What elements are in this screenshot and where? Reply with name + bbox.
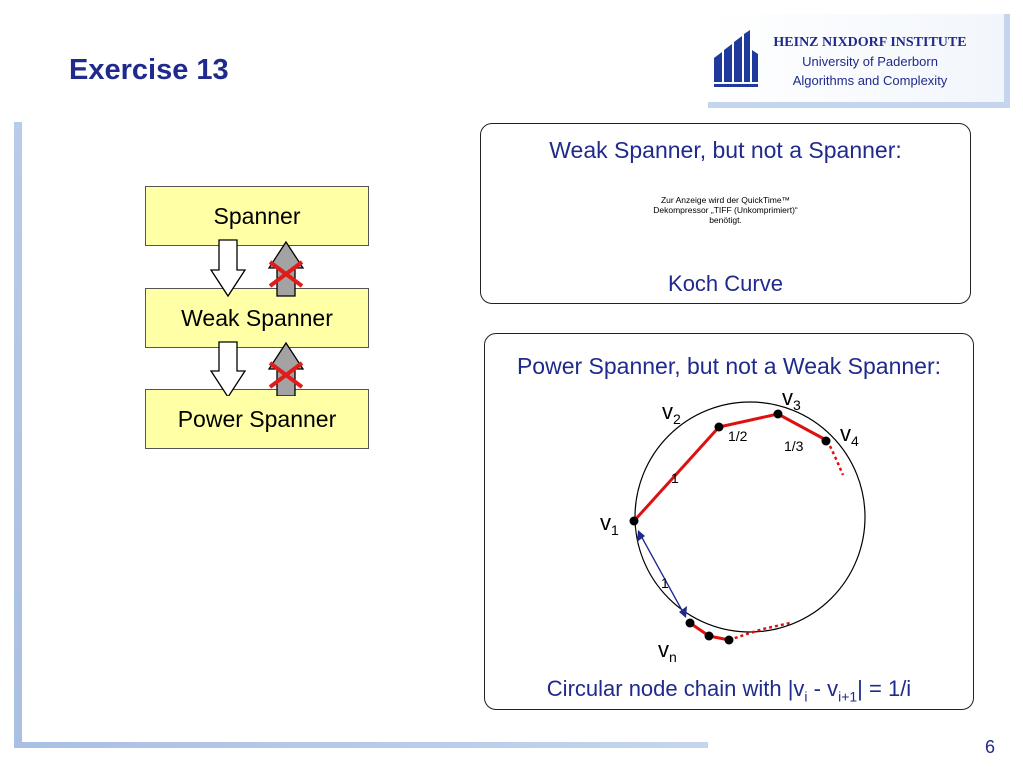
weak-spanner-box: Weak Spanner	[145, 288, 369, 348]
chain-edges-upper	[632, 412, 827, 523]
grey-up-arrow-icon	[267, 341, 305, 396]
power-spanner-panel: Power Spanner, but not a Weak Spanner: v…	[484, 333, 974, 710]
node-v2	[714, 422, 724, 432]
power-spanner-panel-title: Power Spanner, but not a Weak Spanner:	[516, 353, 942, 379]
label-v3: v3	[782, 385, 801, 413]
node-v3	[773, 409, 783, 419]
edge-label-v2-v3: 1/2	[728, 428, 748, 444]
chain-dots-upper	[828, 445, 845, 476]
label-v4: v4	[840, 421, 859, 449]
hollow-down-arrow-icon	[209, 341, 247, 396]
chain-circle	[634, 401, 866, 633]
chain-dots-lower	[728, 621, 791, 642]
edge-label-v1-vn: 1	[661, 575, 669, 591]
page-number: 6	[985, 737, 996, 757]
weak-spanner-panel: Weak Spanner, but not a Spanner: Zur Anz…	[480, 123, 971, 304]
label-vn: vn	[658, 637, 677, 665]
header-frame	[708, 14, 1010, 108]
arrowhead-icon	[679, 606, 687, 618]
label-v1: v1	[600, 510, 619, 538]
node-vn-minus-1	[704, 631, 714, 641]
implication-arrows	[209, 239, 305, 396]
institute-block: HEINZ NIXDORF INSTITUTE University of Pa…	[763, 33, 977, 90]
weak-spanner-box-label: Weak Spanner	[181, 304, 333, 331]
cross-icon	[268, 260, 304, 288]
node-vn-minus-2	[724, 635, 734, 645]
node-v4	[821, 436, 831, 446]
power-spanner-box-label: Power Spanner	[177, 405, 337, 432]
grey-up-arrow-icon	[267, 240, 305, 297]
node-v1	[629, 516, 639, 526]
distance-arrow	[639, 533, 685, 615]
hollow-down-arrow-icon	[209, 239, 247, 298]
label-v2: v2	[662, 399, 681, 427]
node-vn	[685, 618, 695, 628]
circular-chain-diagram: v1 v2 v3 v4 vn 1 1/2 1/3 1	[600, 385, 866, 665]
power-spanner-box: Power Spanner	[145, 389, 369, 449]
hni-logo-icon	[714, 30, 758, 87]
cross-icon	[268, 361, 304, 389]
spanner-box-label: Spanner	[213, 202, 301, 229]
edge-label-v3-v4: 1/3	[784, 438, 804, 454]
weak-spanner-panel-title: Weak Spanner, but not a Spanner:	[549, 137, 902, 163]
koch-curve-label: Koch Curve	[668, 271, 783, 296]
arrowhead-icon	[637, 530, 645, 542]
institute-university: University of Paderborn	[802, 54, 938, 69]
chain-caption: Circular node chain with |vi - vi+1| = 1…	[546, 676, 912, 705]
edge-label-v1-v2: 1	[671, 470, 679, 486]
quicktime-notice: Zur Anzeige wird der QuickTime™ Dekompre…	[653, 195, 798, 225]
left-frame-bar	[14, 122, 22, 748]
institute-group: Algorithms and Complexity	[792, 73, 948, 88]
bottom-frame-bar	[14, 742, 708, 748]
slide-title: Exercise 13	[69, 54, 229, 86]
spanner-box: Spanner	[145, 186, 369, 246]
institute-name: HEINZ NIXDORF INSTITUTE	[773, 35, 967, 50]
